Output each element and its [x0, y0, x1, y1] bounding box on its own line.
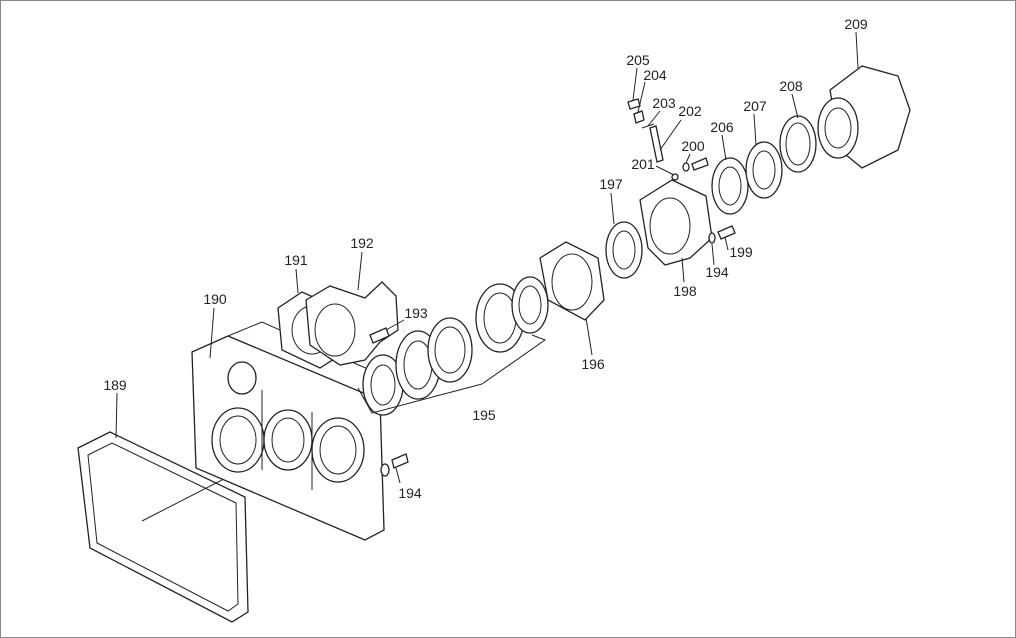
- part-194-bolt[interactable]: [380, 453, 409, 477]
- part-192-cover[interactable]: [305, 281, 399, 366]
- callout-207[interactable]: 207: [743, 98, 767, 114]
- callout-192[interactable]: 192: [350, 235, 374, 251]
- callout-196[interactable]: 196: [581, 356, 605, 372]
- callout-205[interactable]: 205: [626, 52, 650, 68]
- callout-195[interactable]: 195: [472, 407, 496, 423]
- part-200-screw[interactable]: [682, 157, 709, 172]
- callout-208[interactable]: 208: [779, 78, 803, 94]
- callout-194-lower[interactable]: 194: [398, 485, 422, 501]
- callout-197[interactable]: 197: [599, 176, 623, 192]
- callout-202[interactable]: 202: [678, 103, 702, 119]
- part-203-204-205-cap[interactable]: [627, 98, 655, 129]
- callout-204[interactable]: 204: [643, 67, 667, 83]
- part-201-202-valve[interactable]: [649, 125, 679, 181]
- part-196-flange[interactable]: [539, 241, 605, 321]
- callout-209[interactable]: 209: [844, 16, 868, 32]
- part-209-flange[interactable]: [817, 65, 911, 169]
- part-207-seal[interactable]: [745, 141, 783, 199]
- callout-200[interactable]: 200: [681, 138, 705, 154]
- part-199-bolt[interactable]: [708, 225, 736, 244]
- part-197-seal[interactable]: [605, 221, 643, 279]
- callout-191[interactable]: 191: [284, 252, 308, 268]
- callout-189[interactable]: 189: [103, 377, 127, 393]
- callout-198[interactable]: 198: [673, 283, 697, 299]
- part-195-bearing-set[interactable]: [357, 276, 549, 416]
- callout-201[interactable]: 201: [631, 156, 655, 172]
- callout-labels: 209 205 204 203 202 208 207 206 200 201 …: [103, 16, 868, 501]
- callout-199[interactable]: 199: [729, 244, 753, 260]
- callout-193[interactable]: 193: [404, 305, 428, 321]
- part-198-bearing-housing[interactable]: [639, 179, 713, 266]
- callout-203[interactable]: 203: [652, 95, 676, 111]
- part-193-bolt[interactable]: [369, 327, 390, 344]
- part-190-housing[interactable]: [191, 321, 385, 541]
- callout-194-upper[interactable]: 194: [705, 264, 729, 280]
- part-208-ring[interactable]: [779, 115, 817, 173]
- callout-206[interactable]: 206: [710, 119, 734, 135]
- leader-lines: [115, 31, 859, 484]
- callout-190[interactable]: 190: [203, 291, 227, 307]
- part-206-seal[interactable]: [711, 157, 749, 215]
